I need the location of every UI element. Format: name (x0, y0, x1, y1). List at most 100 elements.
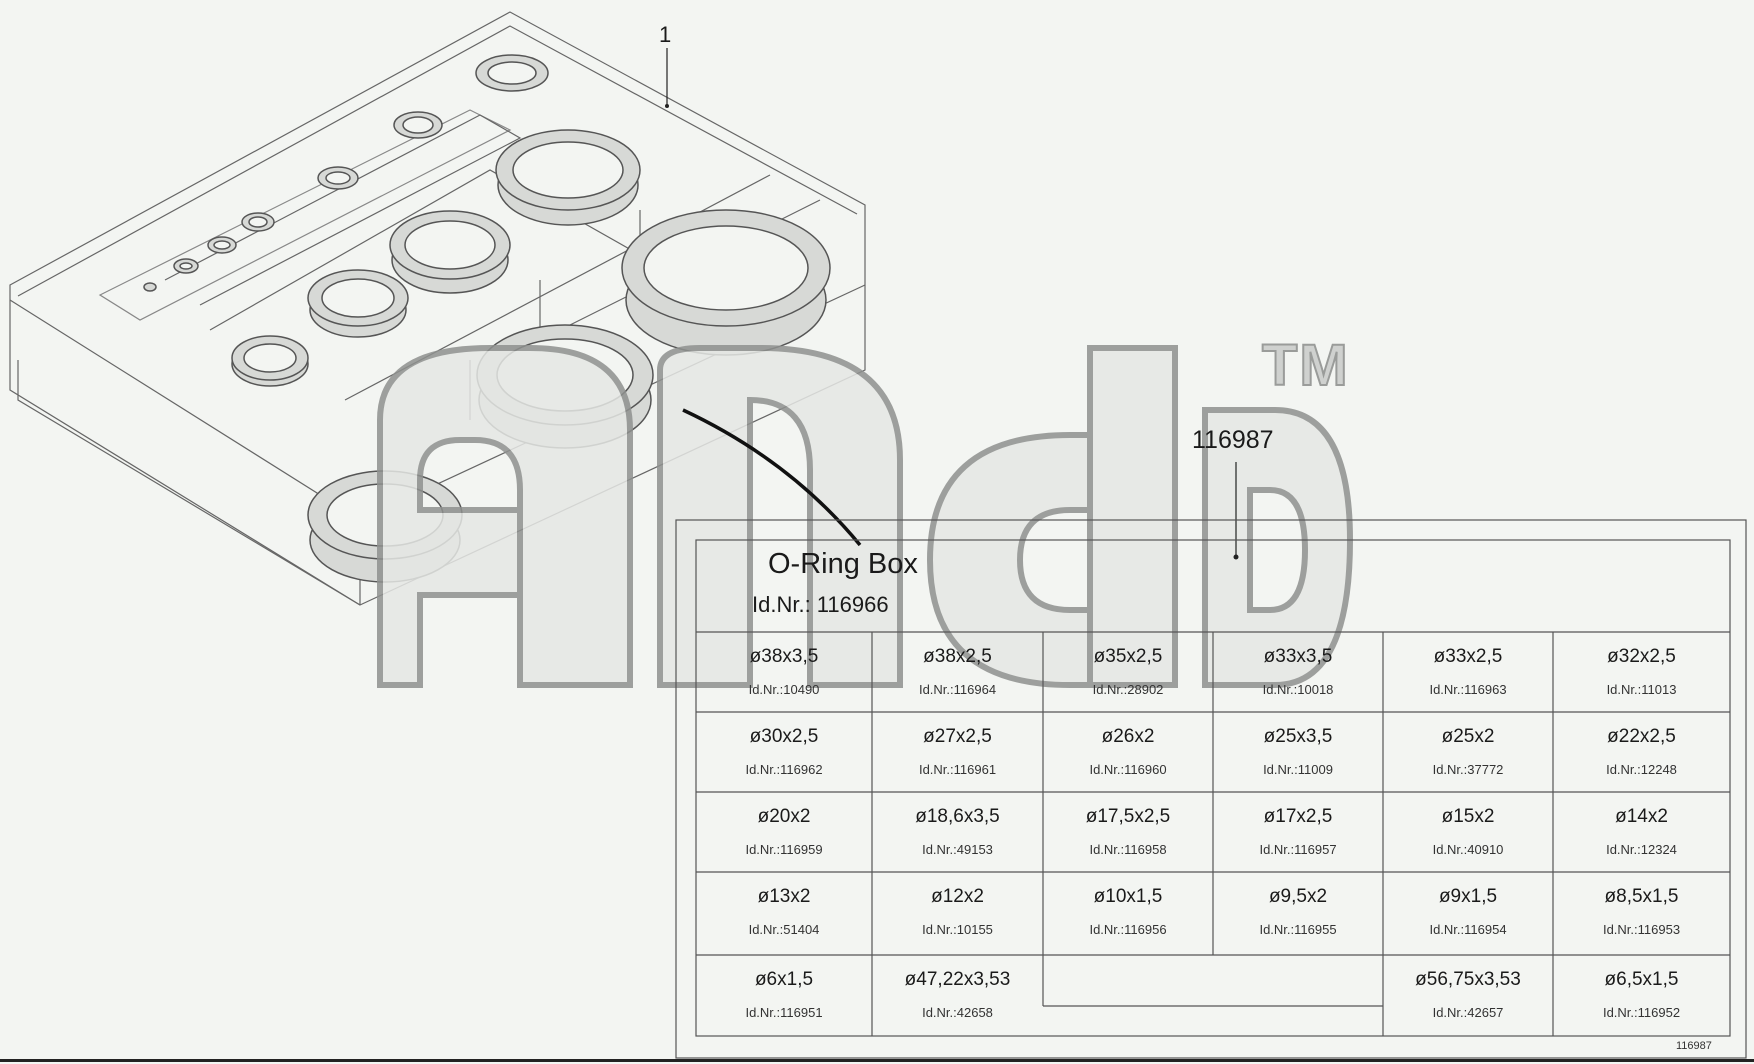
oring-id-number: Id.Nr.:116954 (1429, 922, 1507, 937)
part-reference-label: 116987 (1192, 426, 1274, 454)
oring-size: ø8,5x1,5 (1604, 886, 1679, 907)
oring-id-number: Id.Nr.:116955 (1259, 922, 1337, 937)
oring-size: ø17x2,5 (1263, 806, 1333, 827)
oring-id-number: Id.Nr.:116960 (1089, 762, 1167, 777)
figure-number: 116987 (1676, 1040, 1712, 1052)
oring-illustrations (143, 54, 831, 583)
oring-size: ø20x2 (757, 806, 811, 827)
oring-size: ø15x2 (1441, 806, 1495, 827)
callout-dot (665, 104, 669, 108)
oring-id-number: Id.Nr.:11013 (1606, 682, 1677, 697)
oring-size: ø12x2 (931, 886, 984, 907)
oring-id-number: Id.Nr.:40910 (1432, 842, 1504, 857)
oring-id-number: Id.Nr.:12324 (1606, 842, 1677, 857)
page-bottom-rule (0, 1059, 1754, 1062)
oring-box-title: O-Ring Box (768, 548, 918, 580)
oring-size: ø38x2,5 (923, 646, 992, 667)
oring-id-number: Id.Nr.:116958 (1089, 842, 1167, 857)
oring-size: ø14x2 (1615, 806, 1668, 827)
oring-id-number: Id.Nr.:116951 (745, 1005, 823, 1020)
oring-size: ø6,5x1,5 (1604, 969, 1679, 990)
oring-size: ø22x2,5 (1607, 726, 1676, 747)
oring-id-number: Id.Nr.:12248 (1606, 762, 1677, 777)
oring-id-number: Id.Nr.:51404 (748, 922, 820, 937)
oring-id-number: Id.Nr.:116957 (1259, 842, 1337, 857)
oring-id-number: Id.Nr.:116962 (745, 762, 823, 777)
trademark-mark: TM (1261, 332, 1350, 399)
oring-size: ø6x1,5 (754, 969, 814, 990)
oring-id-number: Id.Nr.:11009 (1263, 762, 1333, 777)
oring-size: ø30x2,5 (749, 726, 819, 747)
oring-id-number: Id.Nr.:116963 (1429, 682, 1507, 697)
oring-size: ø10x1,5 (1093, 886, 1163, 907)
oring-id-number: Id.Nr.:116952 (1602, 1005, 1681, 1020)
oring-size: ø9x1,5 (1438, 886, 1498, 907)
table-outer-frame (675, 519, 1747, 1059)
watermark-logo (377, 345, 1354, 688)
table-inner-frame (695, 539, 1731, 1037)
oring-id-number: Id.Nr.:28902 (1092, 682, 1164, 697)
oring-size: ø47,22x3,53 (904, 969, 1011, 990)
oring-box-leader (682, 408, 862, 547)
oring-size: ø25x2 (1441, 726, 1495, 747)
oring-size: ø33x2,5 (1433, 646, 1503, 667)
oring-id-number: Id.Nr.:10155 (922, 922, 993, 937)
oring-size: ø17,5x2,5 (1085, 806, 1171, 827)
oring-size: ø38x3,5 (749, 646, 819, 667)
oring-box-id: Id.Nr.: 116966 (752, 592, 889, 617)
callout-number: 1 (659, 22, 672, 47)
oring-size: ø13x2 (757, 886, 811, 907)
oring-size: ø35x2,5 (1093, 646, 1163, 667)
oring-size: ø9,5x2 (1268, 886, 1328, 907)
oring-id-number: Id.Nr.:10018 (1262, 682, 1334, 697)
oring-id-number: Id.Nr.:42658 (922, 1005, 993, 1020)
oring-id-number: Id.Nr.:116959 (745, 842, 823, 857)
part-ref-dot (1233, 554, 1239, 560)
oring-size: ø56,75x3,53 (1415, 969, 1521, 990)
oring-size: ø18,6x3,5 (915, 806, 1000, 827)
oring-id-number: Id.Nr.:49153 (922, 842, 993, 857)
oring-id-number: Id.Nr.:37772 (1432, 762, 1504, 777)
oring-size: ø26x2 (1101, 726, 1155, 747)
oring-id-number: Id.Nr.:10490 (748, 682, 820, 697)
oring-id-number: Id.Nr.:116956 (1089, 922, 1167, 937)
oring-id-number: Id.Nr.:116964 (918, 682, 997, 697)
oring-size: ø32x2,5 (1607, 646, 1676, 667)
oring-id-number: Id.Nr.:116961 (918, 762, 997, 777)
oring-id-number: Id.Nr.:116953 (1602, 922, 1681, 937)
oring-size: ø27x2,5 (923, 726, 992, 747)
oring-size: ø33x3,5 (1263, 646, 1333, 667)
oring-id-number: Id.Nr.:42657 (1432, 1005, 1504, 1020)
